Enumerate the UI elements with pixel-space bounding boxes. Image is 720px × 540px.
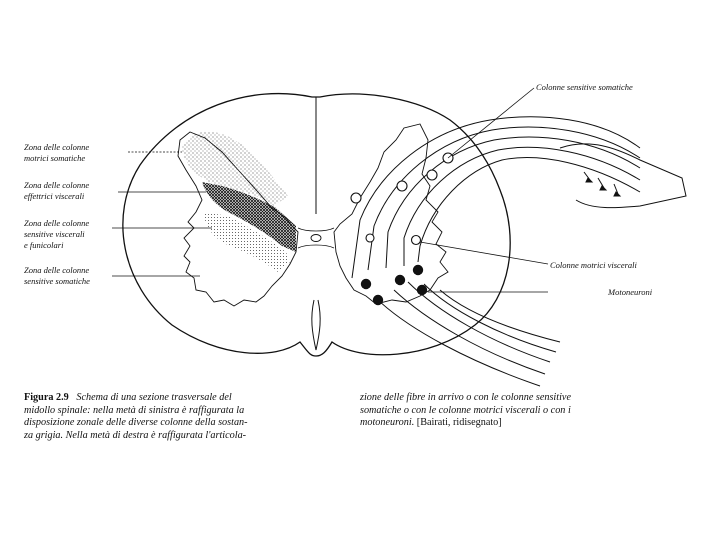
right-gray-matter <box>333 123 449 305</box>
caption-line: midollo spinale: nella metà di sinistra … <box>24 404 245 416</box>
zone-sensitive-viscerali-funicolari <box>204 212 290 272</box>
figure-number: Figura 2.9 <box>24 392 69 403</box>
gray-commissure <box>297 227 335 249</box>
caption-source: [Bairati, ridisegnato] <box>416 417 502 429</box>
dorsal-root-ganglion <box>559 143 687 209</box>
label-colonne-motrici-viscerali: Colonne motrici viscerali <box>550 260 638 270</box>
caption-right-column: zione delle fibre in arrivo o con le col… <box>360 392 670 430</box>
ventral-median-fissure <box>311 299 321 351</box>
efferent-fibers <box>377 281 561 387</box>
afferent-fibers <box>351 116 641 279</box>
sensory-column-neurons <box>350 152 454 204</box>
central-canal <box>310 234 322 242</box>
caption-line: Figura 2.9 Schema di una sezione trasver… <box>24 392 330 405</box>
label-colonne-sensitive-somatiche: Colonne sensitive somatiche <box>536 82 633 92</box>
caption-left-column: Figura 2.9 Schema di una sezione trasver… <box>24 392 330 442</box>
caption-line: za grigia. Nella metà di destra è raffig… <box>24 429 247 441</box>
caption-line: disposizione zonale delle diverse colonn… <box>24 417 248 429</box>
motoneurons <box>360 264 428 306</box>
label-motoneuroni: Motoneuroni <box>607 287 653 297</box>
ganglion-arrows <box>583 171 622 197</box>
caption-text: motoneuroni. <box>360 417 415 429</box>
visceral-motor-neurons <box>365 233 422 246</box>
zone-motrici-somatiche <box>182 131 288 206</box>
left-leader-lines <box>112 151 212 277</box>
zone-effettrici-viscerali <box>202 182 296 252</box>
right-leader-lines <box>419 87 549 293</box>
caption-text: Schema di una sezione trasversale del <box>76 392 232 403</box>
spinal-cord-outline <box>122 92 511 357</box>
caption-line: motoneuroni. [Bairati, ridisegnato] <box>360 417 670 430</box>
caption-line: zione delle fibre in arrivo o con le col… <box>360 392 571 403</box>
caption-line: somatiche o con le colonne motrici visce… <box>360 404 571 416</box>
